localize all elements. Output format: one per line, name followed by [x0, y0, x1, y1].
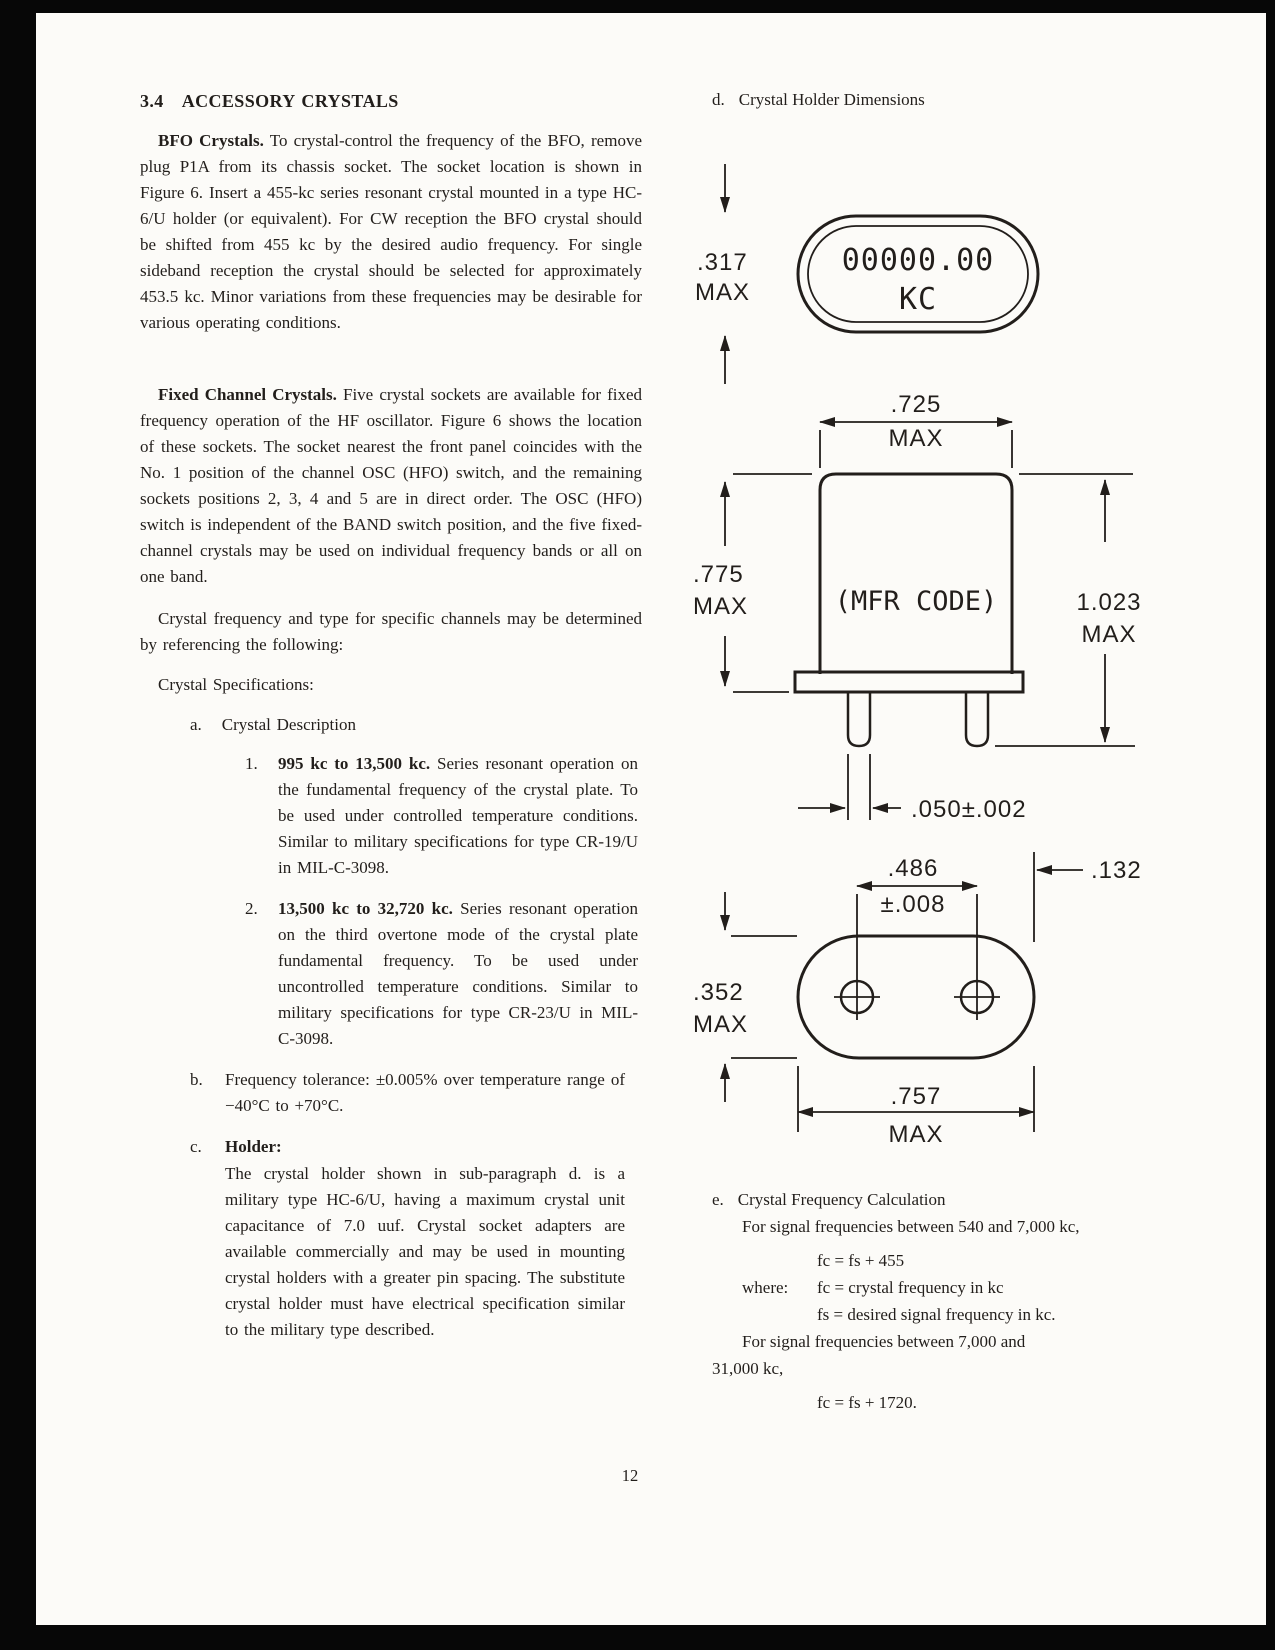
where-fs-definition: fs = desired signal frequency in kc.: [817, 1305, 1056, 1324]
section-e: e. Crystal Frequency Calculation For sig…: [712, 1186, 1157, 1416]
section-e-heading: e. Crystal Frequency Calculation: [712, 1186, 1157, 1213]
list-item-body: 13,500 kc to 32,720 kc. Series resonant …: [278, 896, 638, 1052]
dim-317-max-label: MAX: [695, 279, 750, 306]
list-item-c: c. Holder: The crystal holder shown in s…: [190, 1134, 642, 1343]
dim-352-max-label: MAX: [693, 1011, 748, 1038]
list-item-title: Holder:: [225, 1137, 282, 1156]
where-fc-definition: fc = crystal frequency in kc: [817, 1278, 1004, 1297]
pin-left: [846, 692, 872, 748]
section-heading: 3.4 ACCESSORY CRYSTALS: [140, 88, 642, 114]
bottom-view-outline: [796, 934, 1036, 1060]
list-item-label: c.: [190, 1137, 202, 1156]
crystal-marking-kc: KC: [899, 282, 937, 317]
top-view-outer-outline: [796, 214, 1040, 334]
section-d-title: Crystal Holder Dimensions: [738, 90, 925, 109]
dim-317-label: .317: [697, 249, 748, 276]
section-d-label: d.: [712, 90, 725, 109]
section-e-label: e.: [712, 1190, 724, 1209]
diagram-bottom-view: .486 ±.008 .132 .352 MAX: [693, 852, 1142, 1148]
base-flange: [793, 670, 1025, 694]
list-item-b: b. Frequency tolerance: ±0.005% over tem…: [190, 1067, 642, 1119]
scan-edge-left: [0, 0, 36, 1650]
top-view-inner-outline: [807, 225, 1029, 323]
list-item-2: 2. 13,500 kc to 32,720 kc. Series resona…: [245, 896, 642, 1052]
dim-1023-max-label: MAX: [1081, 621, 1136, 648]
list-item-label: b.: [190, 1070, 203, 1089]
list-item-label: 2.: [245, 899, 258, 918]
mfr-code-marking: (MFR CODE): [835, 586, 998, 617]
dim-486-label: .486: [888, 855, 939, 882]
list-item-body: 995 kc to 13,500 kc. Series resonant ope…: [278, 751, 638, 881]
section-d-heading: d. Crystal Holder Dimensions: [712, 90, 925, 110]
dim-pin-width-label: .050±.002: [911, 796, 1027, 823]
section-number: 3.4: [140, 91, 164, 111]
dim-725-label: .725: [891, 391, 942, 418]
dim-757-max-label: MAX: [888, 1121, 943, 1148]
diagram-top-view: 00000.00 KC .317 MAX: [695, 164, 1040, 384]
equation-1: fc = fs + 455: [817, 1251, 905, 1270]
dim-725-max-label: MAX: [888, 425, 943, 452]
paragraph-text: Five crystal sockets are available for f…: [140, 385, 642, 586]
list-item-a: a. Crystal Description: [190, 712, 642, 738]
list-item-text: Frequency tolerance: ±0.005% over temper…: [225, 1070, 625, 1115]
crystal-body-outline: [818, 472, 1014, 674]
list-item-label: 1.: [245, 754, 258, 773]
paragraph-text: To crystal-control the frequency of the …: [140, 131, 642, 332]
scan-edge-bottom: [0, 1625, 1275, 1650]
paragraph-lead: BFO Crystals.: [158, 131, 264, 150]
dim-1023-label: 1.023: [1076, 589, 1141, 616]
paragraph-crystal-specifications: Crystal Specifications:: [158, 675, 314, 694]
pin-right: [964, 692, 990, 748]
frequency-range-line-2b: 31,000 kc,: [712, 1359, 784, 1378]
list-item-title: Crystal Description: [221, 715, 356, 734]
list-item-text: Series resonant operation on the fundame…: [278, 754, 638, 877]
dim-486-tol-label: ±.008: [881, 891, 946, 918]
list-item-lead: 995 kc to 13,500 kc.: [278, 754, 431, 773]
frequency-range-line-1: For signal frequencies between 540 and 7…: [742, 1217, 1080, 1236]
crystal-marking-frequency: 00000.00: [842, 243, 995, 278]
list-item-text: The crystal holder shown in sub-paragrap…: [225, 1164, 625, 1339]
frequency-range-line-2a: For signal frequencies between 7,000 and: [742, 1332, 1026, 1351]
paragraph-crystal-frequency: Crystal frequency and type for specific …: [140, 609, 642, 654]
dim-132-label: .132: [1091, 857, 1142, 884]
dim-352-label: .352: [693, 979, 744, 1006]
dim-757-label: .757: [891, 1083, 942, 1110]
where-label: where:: [742, 1278, 789, 1297]
paragraph-fixed-channel-crystals: Fixed Channel Crystals. Five crystal soc…: [140, 382, 642, 590]
where-clause: where: fc = crystal frequency in kc: [742, 1274, 1157, 1301]
left-column: 3.4 ACCESSORY CRYSTALS BFO Crystals. To …: [140, 88, 642, 1358]
dim-775-max-label: MAX: [693, 593, 748, 620]
scan-edge-right: [1266, 0, 1275, 1650]
dim-775-label: .775: [693, 561, 744, 588]
diagram-side-view: .725 MAX (MFR CODE) .775 MAX 1.023 MAX: [693, 391, 1141, 823]
paragraph-bfo-crystals: BFO Crystals. To crystal-control the fre…: [140, 128, 642, 336]
section-title: ACCESSORY CRYSTALS: [181, 91, 399, 111]
paragraph-lead: Fixed Channel Crystals.: [158, 385, 337, 404]
list-item-lead: 13,500 kc to 32,720 kc.: [278, 899, 453, 918]
list-item-text: Series resonant operation on the third o…: [278, 899, 638, 1048]
scan-edge-top: [0, 0, 1275, 13]
list-item-label: a.: [190, 715, 202, 734]
list-item-body: Holder: The crystal holder shown in sub-…: [225, 1134, 625, 1343]
section-e-title: Crystal Frequency Calculation: [737, 1190, 946, 1209]
crystal-holder-dimension-diagrams: 00000.00 KC .317 MAX .725 MAX (MFR CODE)…: [693, 164, 1142, 1148]
list-item-1: 1. 995 kc to 13,500 kc. Series resonant …: [245, 751, 642, 881]
equation-2: fc = fs + 1720.: [817, 1393, 917, 1412]
page-number: 12: [621, 1466, 639, 1485]
